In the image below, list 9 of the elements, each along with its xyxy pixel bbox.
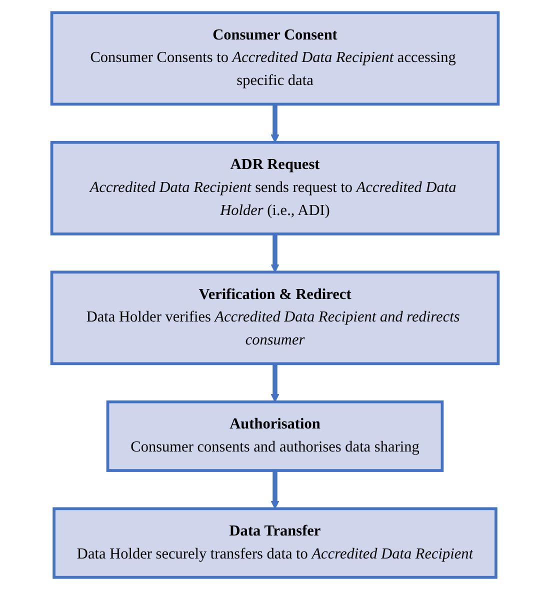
- arrow: [270, 234, 280, 272]
- arrow: [270, 364, 280, 402]
- node-box: Consumer Consent Consumer Consents to Accredited Data Recipient accessing specific data: [50, 11, 500, 106]
- node-box: Data Transfer Data Holder securely transfers data to Accredited Data Recipient: [52, 507, 498, 579]
- node-box: Authorisation Consumer consents and authorises data sharing: [106, 400, 444, 472]
- arrow: [270, 470, 280, 510]
- node-box: Verification & Redirect Data Holder verifies Accredited Data Recipient and redirects consumer: [50, 270, 500, 366]
- node-box: ADR Request Accredited Data Recipient sends request to Accredited Data Holder (i.e., ADI): [50, 140, 500, 236]
- arrow: [270, 104, 280, 143]
